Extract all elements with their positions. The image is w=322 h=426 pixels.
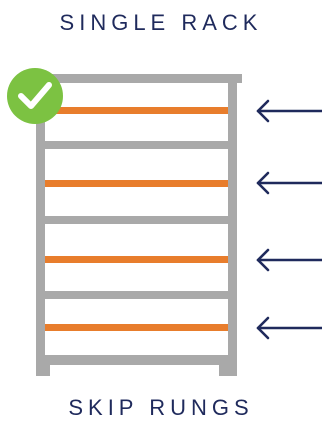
check-badge <box>7 68 63 124</box>
rack-rung <box>45 180 228 187</box>
rack-right-post <box>228 78 237 376</box>
diagram-caption: SKIP RUNGS <box>68 395 254 420</box>
rack-rung <box>45 107 228 114</box>
rack-foot-right <box>219 365 229 376</box>
rack-shelf <box>40 291 234 299</box>
arrow-left-icon <box>256 171 322 195</box>
rack-rung <box>45 256 228 263</box>
arrow-left-icon <box>256 248 322 272</box>
diagram-title: SINGLE RACK <box>59 10 263 35</box>
check-icon <box>18 82 52 109</box>
rack-foot-left <box>40 365 50 376</box>
rack-shelf <box>40 216 234 224</box>
rack-left-post <box>36 78 45 376</box>
arrow-left-icon <box>256 99 322 123</box>
check-badge-circle <box>7 68 63 124</box>
arrow-left-icon <box>256 316 322 340</box>
rack-rung <box>45 324 228 331</box>
rack-top-cap <box>32 74 242 83</box>
rack-base <box>36 355 237 365</box>
rack-shelf <box>40 141 234 149</box>
